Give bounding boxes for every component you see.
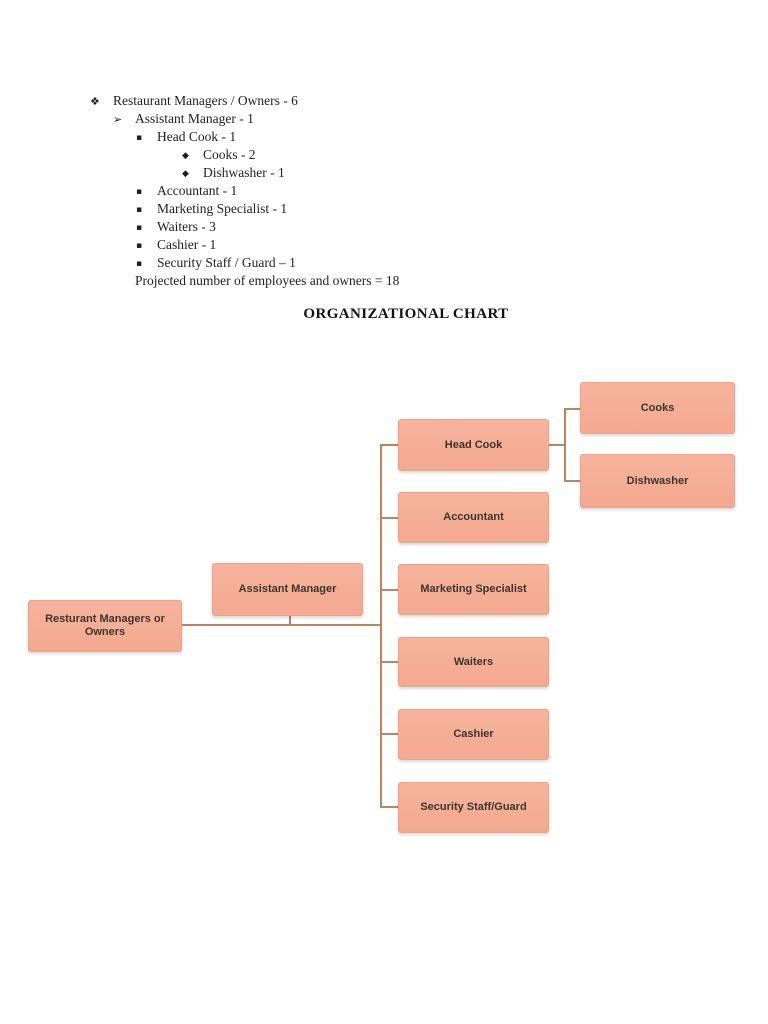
list-item: ➢ Assistant Manager - 1	[113, 110, 399, 128]
connector-stub-marketing	[380, 589, 399, 591]
list-item-label: Assistant Manager - 1	[135, 111, 254, 126]
connector-stub-security	[380, 806, 399, 808]
org-node-cooks: Cooks	[580, 382, 735, 434]
list-item: ▪ Head Cook - 1	[136, 128, 399, 146]
connector-main-trunk	[380, 444, 382, 808]
list-item-label: Dishwasher - 1	[203, 165, 285, 180]
diamond-cluster-bullet-icon: ❖	[90, 95, 100, 108]
org-node-resturant-managers: Resturant Managers or Owners	[28, 600, 182, 652]
list-item: ▪ Marketing Specialist - 1	[136, 200, 399, 218]
list-item-label: Cooks - 2	[203, 147, 256, 162]
list-item-label: Accountant - 1	[157, 183, 238, 198]
connector-stub-waiters	[380, 661, 399, 663]
org-node-accountant: Accountant	[398, 492, 549, 543]
list-item: ◆ Cooks - 2	[182, 146, 399, 164]
connector-root-to-trunk	[182, 624, 381, 626]
list-item: ❖ Restaurant Managers / Owners - 6	[90, 92, 399, 110]
list-item: ▪ Cashier - 1	[136, 236, 399, 254]
list-item: ▪ Waiters - 3	[136, 218, 399, 236]
diamond-bullet-icon: ◆	[182, 169, 189, 179]
square-bullet-icon: ▪	[136, 259, 143, 269]
org-chart-title: ORGANIZATIONAL CHART	[303, 306, 509, 322]
connector-stub-cooks	[564, 408, 580, 410]
square-bullet-icon: ▪	[136, 187, 143, 197]
list-item-label: Head Cook - 1	[157, 129, 237, 144]
org-node-head-cook: Head Cook	[398, 419, 549, 471]
list-item-label: Marketing Specialist - 1	[157, 201, 288, 216]
connector-assistant-stub	[289, 616, 291, 626]
org-node-security-staff: Security Staff/Guard	[398, 782, 549, 833]
connector-headcook-right	[549, 444, 566, 446]
org-node-waiters: Waiters	[398, 637, 549, 687]
connector-stub-cashier	[380, 733, 399, 735]
square-bullet-icon: ▪	[136, 241, 143, 251]
square-bullet-icon: ▪	[136, 205, 143, 215]
org-node-assistant-manager: Assistant Manager	[212, 563, 363, 616]
list-item-label: Cashier - 1	[157, 237, 217, 252]
connector-stub-accountant	[380, 517, 399, 519]
org-node-marketing-specialist: Marketing Specialist	[398, 564, 549, 615]
connector-stub-dishwasher	[564, 480, 580, 482]
org-node-dishwasher: Dishwasher	[580, 454, 735, 508]
list-item-label: Security Staff / Guard – 1	[157, 255, 296, 270]
staffing-outline: ❖ Restaurant Managers / Owners - 6 ➢ Assis…	[90, 92, 399, 290]
connector-cooks-trunk	[564, 408, 566, 482]
projected-total-line: Projected number of employees and owners…	[135, 272, 399, 290]
diamond-bullet-icon: ◆	[182, 151, 189, 161]
list-item: ▪ Accountant - 1	[136, 182, 399, 200]
list-item: ◆ Dishwasher - 1	[182, 164, 399, 182]
list-item-label: Restaurant Managers / Owners - 6	[113, 93, 298, 108]
square-bullet-icon: ▪	[136, 223, 143, 233]
connector-stub-head-cook	[380, 444, 399, 446]
org-node-cashier: Cashier	[398, 709, 549, 760]
arrowhead-bullet-icon: ➢	[113, 113, 123, 126]
square-bullet-icon: ▪	[136, 133, 143, 143]
list-item-label: Waiters - 3	[157, 219, 216, 234]
list-item: ▪ Security Staff / Guard – 1	[136, 254, 399, 272]
projected-total-label: Projected number of employees and owners…	[135, 273, 400, 288]
